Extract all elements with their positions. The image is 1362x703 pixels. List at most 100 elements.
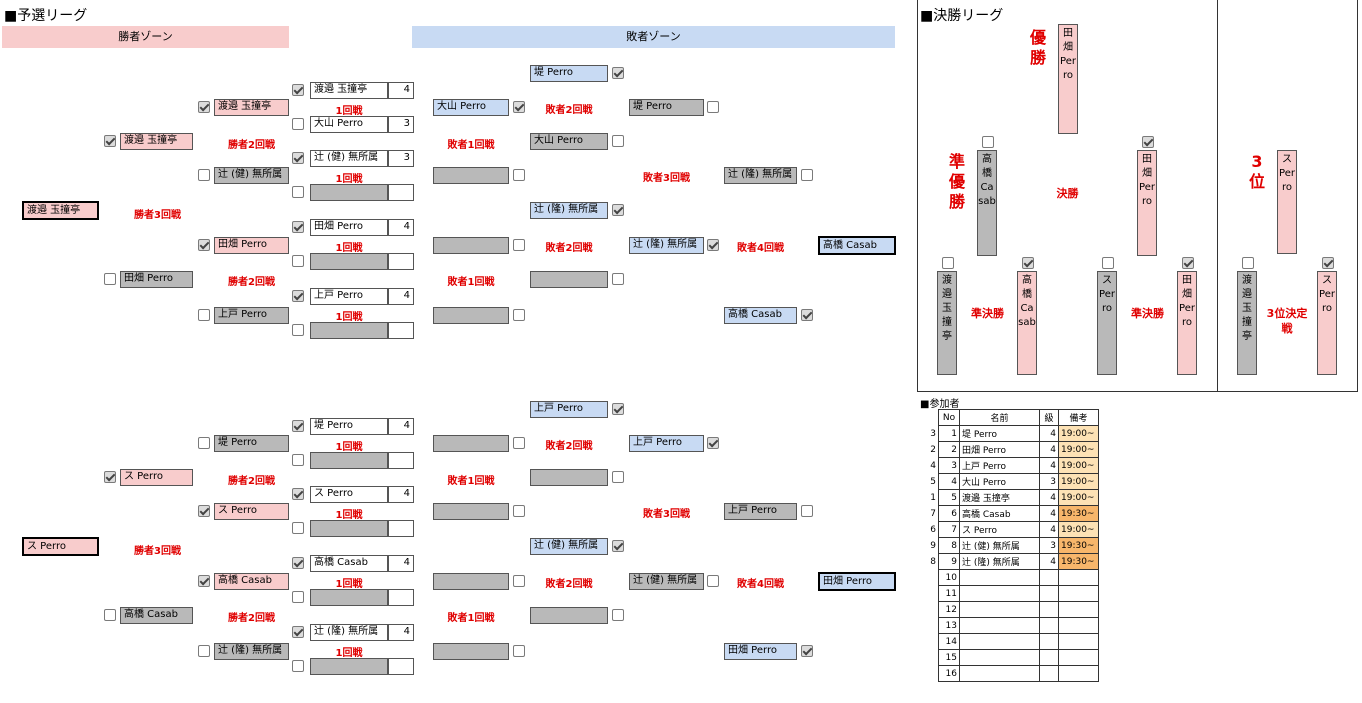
- loser1-slot[interactable]: 大山 Perro: [433, 99, 509, 116]
- loser2-winner-checkbox[interactable]: [707, 101, 719, 113]
- loser2-seed-checkbox[interactable]: [612, 403, 624, 415]
- match-3-player1[interactable]: 高橋 Casab: [310, 555, 388, 572]
- loser4-winner-slot[interactable]: 高橋 Casab: [818, 236, 896, 255]
- loser1-checkbox[interactable]: [513, 169, 525, 181]
- match-2-score1[interactable]: 3: [388, 150, 414, 167]
- loser2-seed-slot[interactable]: 上戸 Perro: [530, 401, 608, 418]
- match-1-player2[interactable]: 大山 Perro: [310, 116, 388, 133]
- winner1-slot[interactable]: 辻 (健) 無所属: [214, 167, 289, 184]
- loser1-slot[interactable]: [433, 435, 509, 452]
- winner2-checkbox[interactable]: [104, 609, 116, 621]
- match-4-player2[interactable]: [310, 658, 388, 675]
- winner2-slot[interactable]: 田畑 Perro: [120, 271, 193, 288]
- match-1-score1[interactable]: 4: [388, 82, 414, 99]
- loser4-winner-slot[interactable]: 田畑 Perro: [818, 572, 896, 591]
- loser2-winner-slot[interactable]: 辻 (隆) 無所属: [629, 237, 704, 254]
- loser2-seed-slot[interactable]: 堤 Perro: [530, 65, 608, 82]
- match-3-p2-checkbox[interactable]: [292, 591, 304, 603]
- loser2-winner-checkbox[interactable]: [707, 437, 719, 449]
- match-3-player2[interactable]: [310, 589, 388, 606]
- match-3-score2[interactable]: [388, 589, 414, 606]
- match-1-p1-checkbox[interactable]: [292, 420, 304, 432]
- match-4-score2[interactable]: [388, 322, 414, 339]
- loser3-checkbox[interactable]: [801, 169, 813, 181]
- match-2-player2[interactable]: [310, 520, 388, 537]
- match-1-p2-checkbox[interactable]: [292, 454, 304, 466]
- winner1-slot[interactable]: 高橋 Casab: [214, 573, 289, 590]
- match-4-player1[interactable]: 上戸 Perro: [310, 288, 388, 305]
- finalist-left-checkbox[interactable]: [982, 136, 994, 148]
- semi1-left-checkbox[interactable]: [942, 257, 954, 269]
- loser3-checkbox[interactable]: [801, 505, 813, 517]
- loser3-checkbox[interactable]: [801, 645, 813, 657]
- match-3-p1-checkbox[interactable]: [292, 557, 304, 569]
- match-1-score2[interactable]: 3: [388, 116, 414, 133]
- winner1-checkbox[interactable]: [198, 101, 210, 113]
- winner1-checkbox[interactable]: [198, 575, 210, 587]
- finalist-right-slot[interactable]: 田畑 Perro: [1137, 150, 1157, 256]
- match-4-score2[interactable]: [388, 658, 414, 675]
- loser1-winner-slot[interactable]: [530, 271, 608, 288]
- match-1-p2-checkbox[interactable]: [292, 118, 304, 130]
- match-4-score1[interactable]: 4: [388, 288, 414, 305]
- match-3-p2-checkbox[interactable]: [292, 255, 304, 267]
- loser1-winner-slot[interactable]: [530, 607, 608, 624]
- loser2-winner-slot[interactable]: 堤 Perro: [629, 99, 704, 116]
- winner1-checkbox[interactable]: [198, 505, 210, 517]
- loser1-slot[interactable]: [433, 307, 509, 324]
- loser1-checkbox[interactable]: [513, 239, 525, 251]
- loser1-checkbox[interactable]: [513, 645, 525, 657]
- match-2-p2-checkbox[interactable]: [292, 522, 304, 534]
- match-4-player1[interactable]: 辻 (隆) 無所属: [310, 624, 388, 641]
- match-2-p1-checkbox[interactable]: [292, 488, 304, 500]
- match-2-p2-checkbox[interactable]: [292, 186, 304, 198]
- third-right-slot[interactable]: ス Perro: [1317, 271, 1337, 375]
- finalist-right-checkbox[interactable]: [1142, 136, 1154, 148]
- match-4-player2[interactable]: [310, 322, 388, 339]
- match-3-score2[interactable]: [388, 253, 414, 270]
- match-2-player2[interactable]: [310, 184, 388, 201]
- loser2-seed-slot[interactable]: 辻 (隆) 無所属: [530, 202, 608, 219]
- loser1-slot[interactable]: [433, 643, 509, 660]
- winner2-checkbox[interactable]: [104, 273, 116, 285]
- semi2-right-slot[interactable]: 田畑 Perro: [1177, 271, 1197, 375]
- loser1-winner-checkbox[interactable]: [612, 273, 624, 285]
- match-3-player1[interactable]: 田畑 Perro: [310, 219, 388, 236]
- winner1-slot[interactable]: 堤 Perro: [214, 435, 289, 452]
- winner2-slot[interactable]: 渡邉 玉撞亭: [120, 133, 193, 150]
- match-1-player1[interactable]: 渡邉 玉撞亭: [310, 82, 388, 99]
- winner1-checkbox[interactable]: [198, 309, 210, 321]
- loser1-slot[interactable]: [433, 237, 509, 254]
- winner3-slot[interactable]: ス Perro: [22, 537, 99, 556]
- winner1-checkbox[interactable]: [198, 645, 210, 657]
- winner1-checkbox[interactable]: [198, 169, 210, 181]
- loser1-winner-slot[interactable]: 大山 Perro: [530, 133, 608, 150]
- winner1-slot[interactable]: 上戸 Perro: [214, 307, 289, 324]
- winner2-slot[interactable]: 高橋 Casab: [120, 607, 193, 624]
- loser2-seed-checkbox[interactable]: [612, 540, 624, 552]
- winner1-slot[interactable]: 田畑 Perro: [214, 237, 289, 254]
- match-3-player2[interactable]: [310, 253, 388, 270]
- loser1-checkbox[interactable]: [513, 309, 525, 321]
- match-2-player1[interactable]: 辻 (健) 無所属: [310, 150, 388, 167]
- winner2-checkbox[interactable]: [104, 135, 116, 147]
- loser1-slot[interactable]: [433, 167, 509, 184]
- winner2-slot[interactable]: ス Perro: [120, 469, 193, 486]
- loser3-slot[interactable]: 辻 (隆) 無所属: [724, 167, 797, 184]
- loser1-slot[interactable]: [433, 503, 509, 520]
- third-left-checkbox[interactable]: [1242, 257, 1254, 269]
- loser3-slot[interactable]: 高橋 Casab: [724, 307, 797, 324]
- match-3-p1-checkbox[interactable]: [292, 221, 304, 233]
- winner1-slot[interactable]: 辻 (隆) 無所属: [214, 643, 289, 660]
- semi1-right-slot[interactable]: 高橋 Casab: [1017, 271, 1037, 375]
- third-place-slot[interactable]: ス Perro: [1277, 150, 1297, 254]
- match-4-p1-checkbox[interactable]: [292, 290, 304, 302]
- loser3-checkbox[interactable]: [801, 309, 813, 321]
- loser1-winner-slot[interactable]: [530, 469, 608, 486]
- winner2-checkbox[interactable]: [104, 471, 116, 483]
- loser1-checkbox[interactable]: [513, 505, 525, 517]
- match-1-p1-checkbox[interactable]: [292, 84, 304, 96]
- match-2-player1[interactable]: ス Perro: [310, 486, 388, 503]
- winner1-slot[interactable]: ス Perro: [214, 503, 289, 520]
- match-3-score1[interactable]: 4: [388, 219, 414, 236]
